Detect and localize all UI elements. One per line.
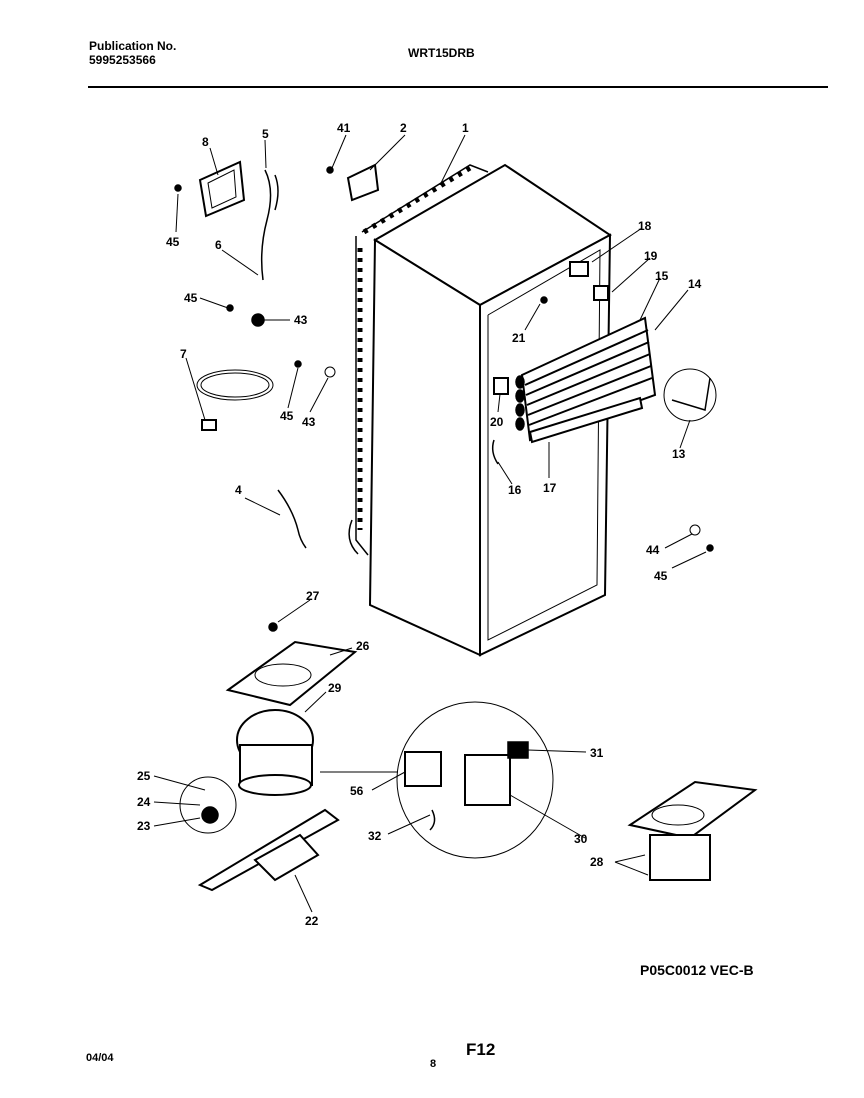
callout-5: 5	[262, 127, 269, 141]
callout-17: 17	[543, 481, 557, 495]
callout-13: 13	[672, 447, 686, 461]
callout-labels: 1 2 41 5 8 45 6 45 43 7 45 43 4 18 19 15…	[137, 121, 702, 928]
page-number: 8	[430, 1058, 437, 1070]
thermostat-parts	[491, 261, 714, 552]
defrost-heater-clip-detail	[663, 368, 717, 422]
callout-43-a: 43	[294, 313, 308, 327]
model-number: WRT15DRB	[408, 46, 475, 60]
callout-56: 56	[350, 784, 364, 798]
publication-number: 5995253566	[89, 53, 156, 67]
callout-14: 14	[688, 277, 702, 291]
compressor-assembly	[179, 622, 358, 892]
callout-25: 25	[137, 769, 151, 783]
callout-2: 2	[400, 121, 407, 135]
callout-20: 20	[490, 415, 504, 429]
callout-29: 29	[328, 681, 342, 695]
callout-1: 1	[462, 121, 469, 135]
callout-30: 30	[574, 832, 588, 846]
callout-44: 44	[646, 543, 660, 557]
callout-23: 23	[137, 819, 151, 833]
callout-16: 16	[508, 483, 522, 497]
header-rule	[88, 86, 828, 88]
small-parts	[174, 160, 380, 549]
callout-26: 26	[356, 639, 370, 653]
evaporator	[515, 316, 657, 444]
date-code: 04/04	[86, 1052, 114, 1064]
callout-18: 18	[638, 219, 652, 233]
callout-22: 22	[305, 914, 319, 928]
callout-4: 4	[235, 483, 242, 497]
callout-41: 41	[337, 121, 351, 135]
callout-43-b: 43	[302, 415, 316, 429]
callout-21: 21	[512, 331, 526, 345]
callout-45-a: 45	[166, 235, 180, 249]
publication-label: Publication No.	[89, 39, 177, 53]
callout-24: 24	[137, 795, 151, 809]
callout-8: 8	[202, 135, 209, 149]
callout-45-b: 45	[184, 291, 198, 305]
callout-45-c: 45	[280, 409, 294, 423]
callout-45-d: 45	[654, 569, 668, 583]
callout-31: 31	[590, 746, 604, 760]
callout-28: 28	[590, 855, 604, 869]
callout-27: 27	[306, 589, 320, 603]
callout-15: 15	[655, 269, 669, 283]
callout-32: 32	[368, 829, 382, 843]
alternate-compressor	[627, 780, 758, 881]
callout-7: 7	[180, 347, 187, 361]
callout-19: 19	[644, 249, 658, 263]
condenser-coil	[348, 164, 489, 556]
cabinet	[368, 163, 612, 657]
drawing-code: P05C0012 VEC-B	[640, 962, 754, 978]
callout-6: 6	[215, 238, 222, 252]
figure-number: F12	[466, 1040, 496, 1059]
relay-detail	[320, 701, 554, 859]
leader-lines	[153, 134, 707, 913]
